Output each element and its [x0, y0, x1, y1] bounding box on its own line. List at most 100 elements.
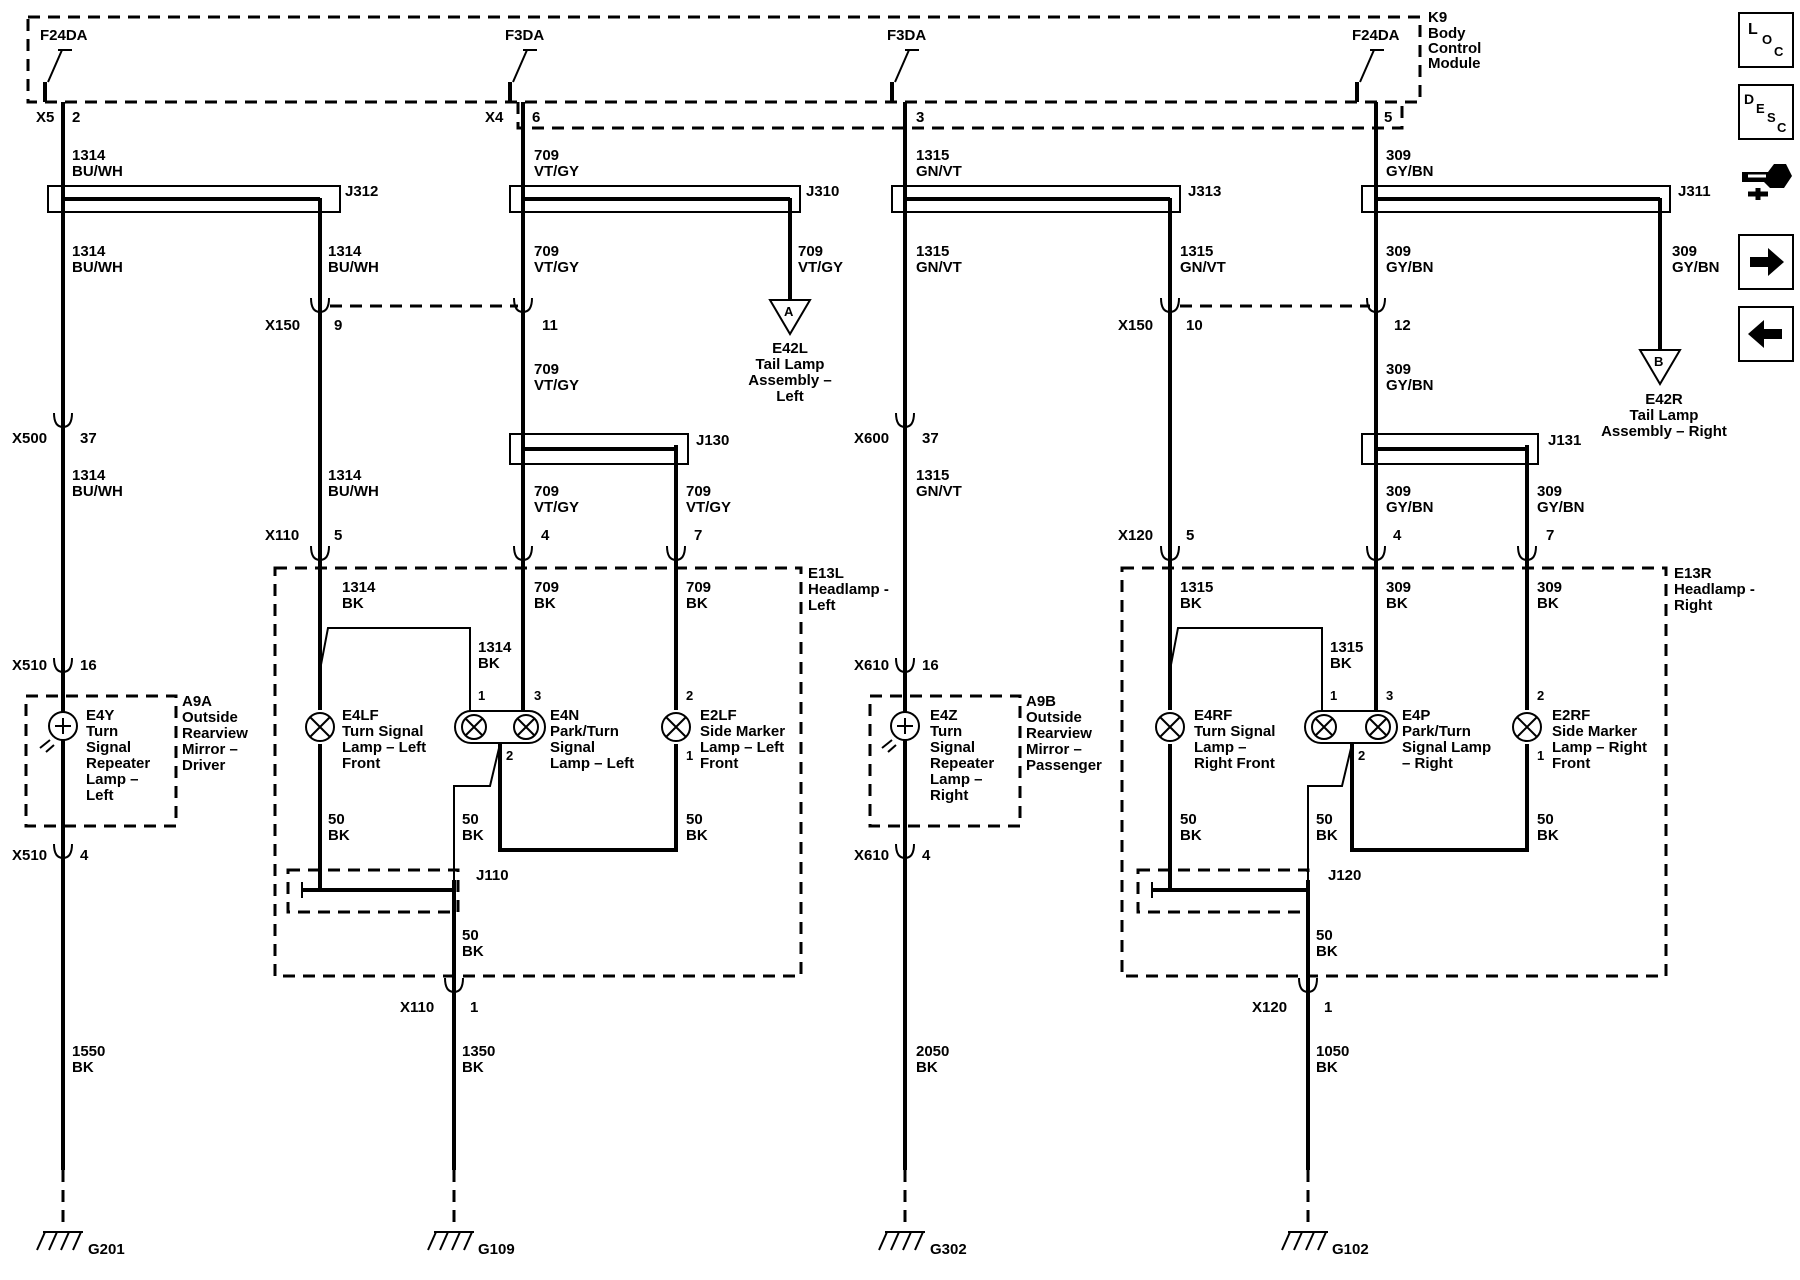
connector-label: X4 [485, 109, 504, 126]
svg-text:Turn: Turn [930, 723, 962, 740]
headlamp-right: E13R Headlamp - Right J120 1315 BK 309 B… [1120, 560, 1755, 978]
svg-text:Signal: Signal [550, 739, 595, 756]
connector-cup-icon [310, 545, 330, 562]
connector-label: X110 [400, 999, 434, 1016]
svg-text:E4P: E4P [1402, 707, 1430, 724]
svg-text:GN/VT: GN/VT [916, 259, 962, 276]
svg-text:1315: 1315 [1330, 639, 1363, 656]
pin-label: 4 [1393, 527, 1402, 544]
svg-text:Lamp – Right: Lamp – Right [1552, 739, 1647, 756]
svg-text:O: O [1762, 32, 1772, 47]
svg-text:BU/WH: BU/WH [72, 483, 123, 500]
connector-x110-x120-lower: X110 1 X120 1 [400, 999, 1332, 1016]
description-button[interactable]: D E S C [1738, 84, 1794, 140]
svg-text:50: 50 [1180, 811, 1197, 828]
module-label: Body [1428, 25, 1466, 42]
module-label: Module [1428, 55, 1481, 72]
svg-text:1: 1 [1537, 748, 1544, 763]
mirror-passenger: E4Z Turn Signal Repeater Lamp – Right A9… [868, 693, 1102, 828]
svg-text:1315: 1315 [916, 243, 949, 260]
pin-label: 12 [1394, 317, 1411, 334]
svg-text:Assembly –: Assembly – [748, 372, 831, 389]
offpage-ref-a: A E42L Tail Lamp Assembly – Left [748, 299, 832, 405]
svg-text:Signal: Signal [86, 739, 131, 756]
pin-label: 4 [541, 527, 550, 544]
connector-end-view-icon [1742, 164, 1792, 200]
svg-text:50: 50 [686, 811, 703, 828]
svg-text:2: 2 [686, 688, 693, 703]
svg-text:S: S [1767, 110, 1776, 125]
svg-text:Headlamp -: Headlamp - [1674, 581, 1755, 598]
svg-text:A: A [784, 304, 794, 319]
svg-text:Park/Turn: Park/Turn [550, 723, 619, 740]
fuse-label: F3DA [887, 27, 926, 44]
svg-text:Turn: Turn [86, 723, 118, 740]
svg-text:309: 309 [1386, 243, 1411, 260]
svg-text:709: 709 [534, 361, 559, 378]
pin-label: 5 [1384, 109, 1392, 126]
svg-text:50: 50 [1537, 811, 1554, 828]
svg-text:E2RF: E2RF [1552, 707, 1590, 724]
connector-symbols [53, 297, 1537, 994]
connector-label: X5 [36, 109, 54, 126]
connector-end-view-button[interactable] [1738, 152, 1794, 208]
connector-cup-icon [666, 545, 686, 562]
ground-label: G302 [930, 1241, 967, 1258]
pin-label: 4 [922, 847, 931, 864]
next-page-button[interactable] [1738, 234, 1794, 290]
svg-text:1314: 1314 [72, 147, 106, 164]
fuse-label: F24DA [40, 27, 88, 44]
svg-text:1314: 1314 [478, 639, 512, 656]
svg-text:Lamp – Left: Lamp – Left [550, 755, 634, 772]
svg-text:E: E [1756, 101, 1765, 116]
previous-page-button[interactable] [1738, 306, 1794, 362]
svg-text:1: 1 [478, 688, 485, 703]
svg-text:1314: 1314 [72, 243, 106, 260]
svg-text:VT/GY: VT/GY [534, 259, 579, 276]
pin-label: 4 [80, 847, 89, 864]
pin-label: 16 [922, 657, 939, 674]
svg-text:A9B: A9B [1026, 693, 1056, 710]
svg-text:2050: 2050 [916, 1043, 949, 1060]
dual-lamp-icon [454, 710, 546, 744]
svg-text:BK: BK [686, 595, 708, 612]
svg-text:Signal Lamp: Signal Lamp [1402, 739, 1491, 756]
svg-text:E2LF: E2LF [700, 707, 737, 724]
svg-text:Lamp – Left: Lamp – Left [342, 739, 426, 756]
pin-label: 37 [80, 430, 97, 447]
fuse-label: F3DA [505, 27, 544, 44]
connector-label: X510 [12, 847, 47, 864]
svg-text:Rearview: Rearview [182, 725, 248, 742]
connector-cup-icon [895, 412, 915, 429]
connector-cup-icon [895, 657, 915, 674]
svg-text:1315: 1315 [916, 467, 949, 484]
pin-label: 2 [72, 109, 80, 126]
svg-text:GN/VT: GN/VT [916, 483, 962, 500]
connector-label: X600 [854, 430, 889, 447]
svg-text:309: 309 [1537, 483, 1562, 500]
svg-text:Front: Front [342, 755, 380, 772]
wires [61, 102, 1662, 1170]
svg-text:Turn Signal: Turn Signal [342, 723, 423, 740]
connector-label: X150 [1118, 317, 1153, 334]
svg-text:Right: Right [1674, 597, 1712, 614]
svg-text:Right: Right [930, 787, 968, 804]
svg-text:1350: 1350 [462, 1043, 495, 1060]
svg-text:GN/VT: GN/VT [1180, 259, 1226, 276]
connector-cup-icon [53, 657, 73, 674]
svg-text:2: 2 [1537, 688, 1544, 703]
location-view-button[interactable]: L O C [1738, 12, 1794, 68]
svg-text:3: 3 [1386, 688, 1393, 703]
svg-text:C: C [1777, 120, 1787, 135]
svg-text:Park/Turn: Park/Turn [1402, 723, 1471, 740]
svg-text:1314: 1314 [328, 467, 362, 484]
fuse-switch-icon [512, 49, 537, 83]
svg-text:GY/BN: GY/BN [1537, 499, 1585, 516]
connector-cup-icon [1298, 977, 1318, 994]
pin-label: 6 [532, 109, 540, 126]
svg-text:309: 309 [1386, 579, 1411, 596]
svg-text:GY/BN: GY/BN [1386, 499, 1434, 516]
svg-text:Mirror –: Mirror – [1026, 741, 1082, 758]
connector-label: X510 [12, 657, 47, 674]
